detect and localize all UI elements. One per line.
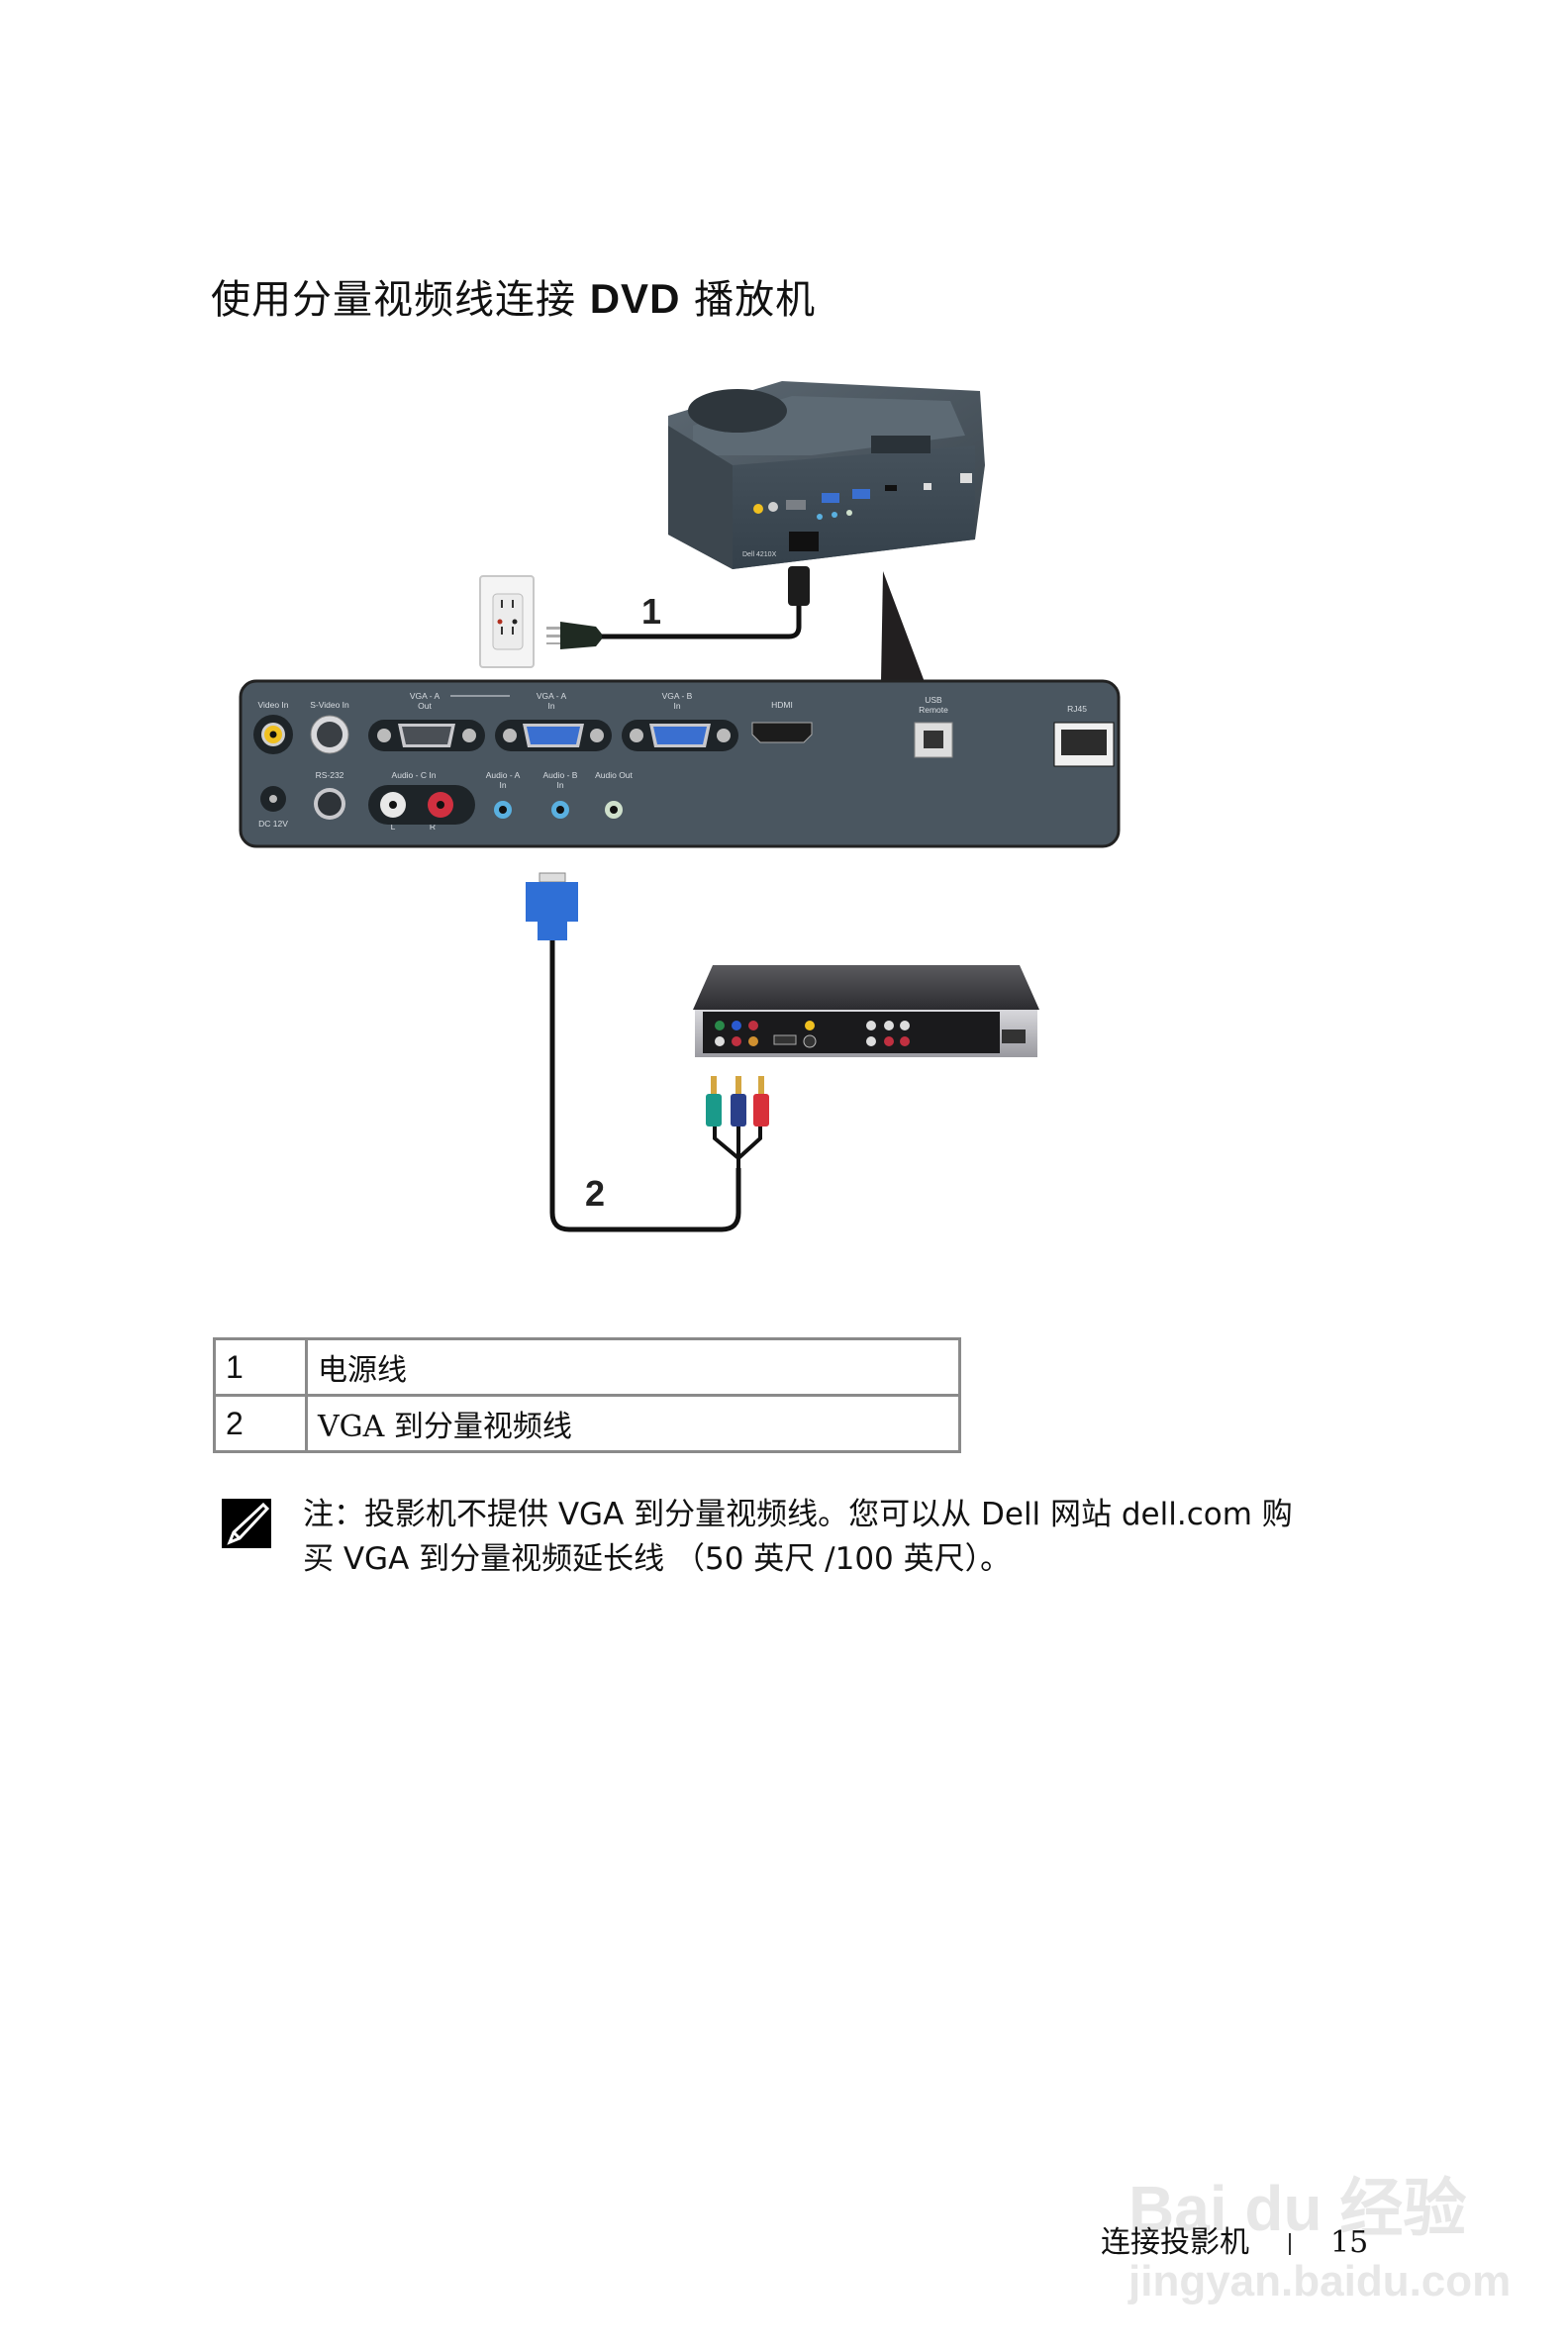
vga-b-in-port xyxy=(622,720,738,751)
note-line-1: 注：投影机不提供 VGA 到分量视频线。您可以从 Dell 网站 dell.co… xyxy=(303,1497,1293,1532)
watermark-url: jingyan.baidu.com xyxy=(1128,2257,1512,2305)
label-audio-a-in: Audio - A xyxy=(486,770,521,780)
wall-outlet-image xyxy=(479,575,535,668)
zoom-pointer xyxy=(881,571,925,682)
label-hdmi: HDMI xyxy=(771,700,793,710)
footer-section: 连接投影机 xyxy=(1101,2225,1249,2260)
label-dc-12v: DC 12V xyxy=(258,819,288,829)
rj45-port xyxy=(1053,722,1115,767)
legend-description: VGA 到分量视频线 xyxy=(305,1394,961,1453)
hdmi-port xyxy=(751,722,813,743)
table-row: 1 电源线 xyxy=(213,1337,961,1397)
vga-a-out-port xyxy=(368,720,485,751)
label-vga-b-in: VGA - B xyxy=(662,691,693,701)
label-rj45: RJ45 xyxy=(1067,704,1087,714)
legend-number: 2 xyxy=(213,1394,308,1453)
connection-diagram: Dell 4210X 1 Video In S-Video In VGA - A… xyxy=(239,381,1121,1232)
dvd-player-image xyxy=(693,965,1039,1057)
label-audio-out: Audio Out xyxy=(595,770,633,780)
label-s-video-in: S-Video In xyxy=(310,700,349,710)
label-r: R xyxy=(430,822,436,832)
legend-number: 1 xyxy=(213,1337,308,1397)
title-text: 使用分量视频线连接 xyxy=(211,277,590,323)
label-remote: Remote xyxy=(919,705,948,715)
label-vga-a-in-2: In xyxy=(547,701,554,711)
label-audio-b-in: Audio - B xyxy=(543,770,578,780)
table-row: 2 VGA 到分量视频线 xyxy=(213,1394,961,1453)
label-vga-a-out-2: Out xyxy=(418,701,432,711)
title-text-end: 播放机 xyxy=(680,277,817,323)
callout-1: 1 xyxy=(641,591,661,632)
label-rs232: RS-232 xyxy=(316,770,344,780)
legend-table: 1 电源线 2 VGA 到分量视频线 xyxy=(213,1337,961,1453)
vga-component-cable xyxy=(526,872,769,1232)
projector-image: Dell 4210X xyxy=(668,381,985,569)
callout-2: 2 xyxy=(585,1173,605,1214)
vga-a-in-port xyxy=(495,720,612,751)
label-audio-b-in-2: In xyxy=(556,780,563,790)
projector-rear-panel: Video In S-Video In VGA - A Out VGA - A … xyxy=(239,679,1121,848)
label-video-in: Video In xyxy=(257,700,288,710)
page-footer: 连接投影机 15 xyxy=(1101,2217,1368,2261)
pencil-note-icon xyxy=(222,1499,271,1548)
footer-separator xyxy=(1289,2233,1291,2255)
label-usb: USB xyxy=(925,695,942,705)
page-title: 使用分量视频线连接 DVD 播放机 xyxy=(211,267,816,325)
note-text: 注：投影机不提供 VGA 到分量视频线。您可以从 Dell 网站 dell.co… xyxy=(303,1493,1392,1582)
note-line-2: 买 VGA 到分量视频延长线 （50 英尺 /100 英尺）。 xyxy=(303,1541,1012,1577)
label-audio-c-in: Audio - C In xyxy=(392,770,437,780)
label-audio-a-in-2: In xyxy=(499,780,506,790)
projector-model-label: Dell 4210X xyxy=(742,551,777,558)
legend-description: 电源线 xyxy=(305,1337,961,1397)
usb-port xyxy=(914,722,953,758)
label-vga-a-in: VGA - A xyxy=(537,691,567,701)
power-cable xyxy=(546,566,810,649)
label-vga-a-out: VGA - A xyxy=(410,691,441,701)
label-l: L xyxy=(391,822,396,832)
page-number: 15 xyxy=(1330,2225,1369,2260)
title-bold-text: DVD xyxy=(589,275,681,322)
label-vga-b-in-2: In xyxy=(673,701,680,711)
